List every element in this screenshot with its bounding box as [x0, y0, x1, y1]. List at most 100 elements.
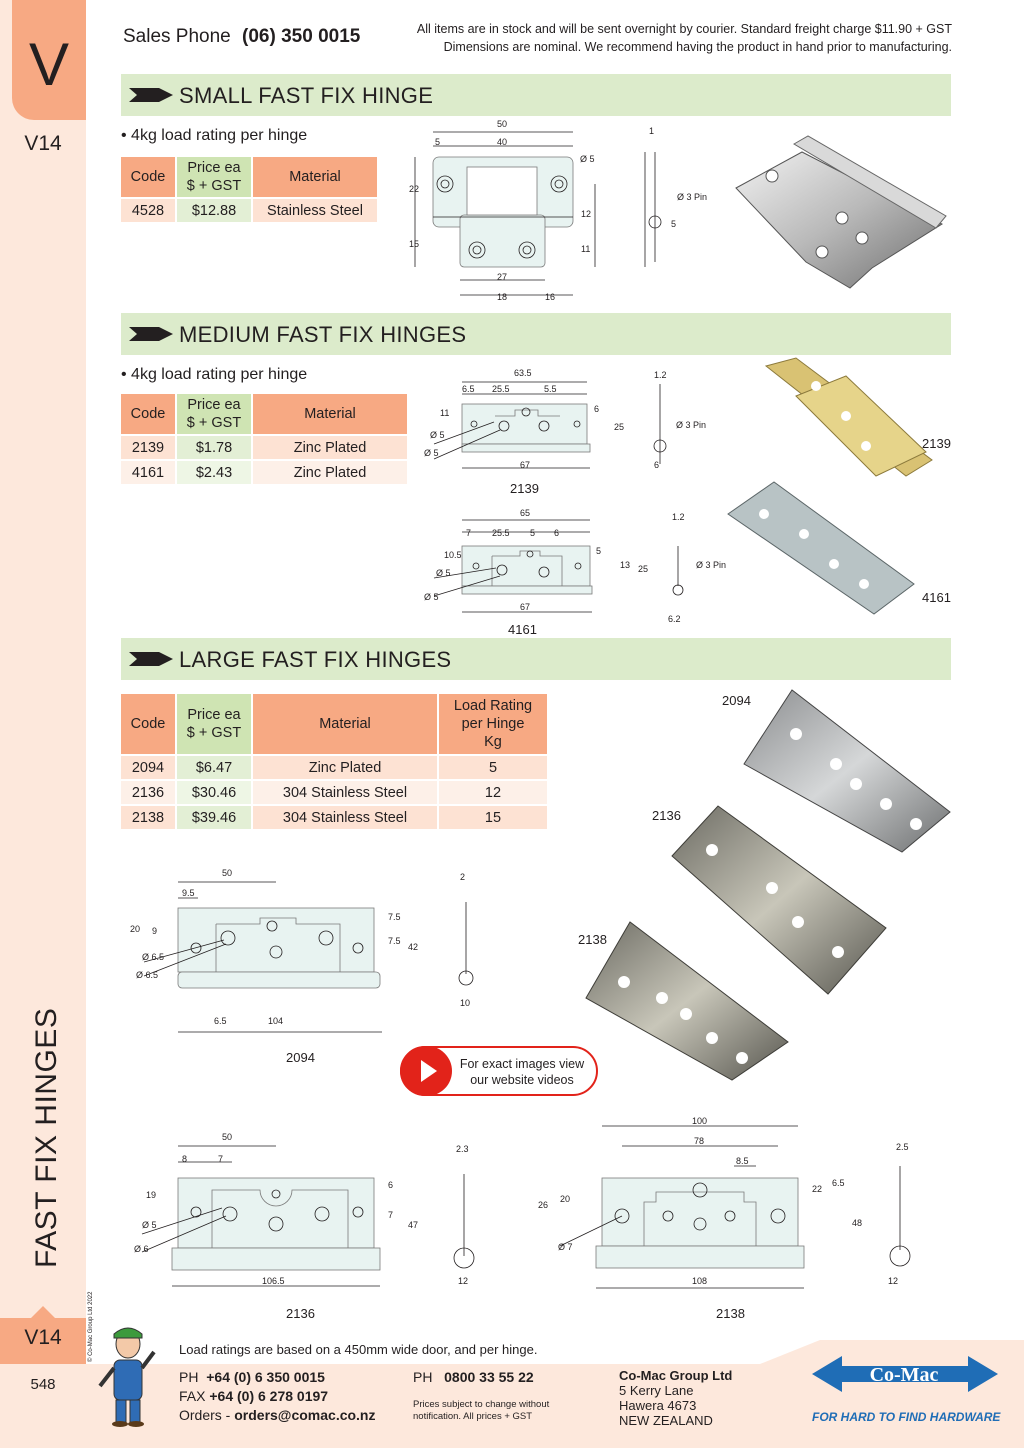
dim-label: 25 — [614, 422, 624, 432]
section-code-bottom: V14 — [24, 1326, 62, 1349]
dim-label: 9 — [152, 926, 157, 936]
cell-price: $30.46 — [177, 781, 253, 806]
video-line-1: For exact images view — [459, 1057, 585, 1071]
col-price: Price ea $ + GST — [177, 157, 253, 199]
ph-number[interactable]: +64 (0) 6 350 0015 — [206, 1369, 325, 1385]
dim-label: 12 — [888, 1276, 898, 1286]
col-price: Price ea $ + GST — [177, 694, 253, 756]
cell-price: $2.43 — [177, 461, 253, 486]
section-tab-bottom: V14 — [0, 1306, 86, 1364]
cell-code: 2138 — [121, 806, 177, 831]
dim-label: 12 — [581, 209, 591, 219]
table-row: 2136 $30.46 304 Stainless Steel 12 — [121, 781, 549, 806]
col-price: Price ea $ + GST — [177, 394, 253, 436]
dim-label: 11 — [440, 408, 449, 418]
dim-label: 25.5 — [492, 528, 510, 538]
dim-label: 8.5 — [736, 1156, 749, 1166]
video-callout-text: For exact images view our website videos — [454, 1056, 590, 1088]
drawing-label-2139: 2139 — [510, 481, 539, 496]
dim-label: 9.5 — [182, 888, 195, 898]
cell-material: 304 Stainless Steel — [253, 781, 439, 806]
small-hinge-drawing: 50 5 40 Ø 5 22 12 15 11 27 18 16 1 Ø 3 P… — [409, 119, 707, 302]
dim-label: Ø 3 Pin — [677, 192, 707, 202]
logo-text: Co-Mac — [870, 1364, 939, 1386]
sales-phone: Sales Phone (06) 350 0015 — [123, 26, 360, 48]
small-price-table: Code Price ea $ + GST Material 4528 $12.… — [121, 157, 379, 224]
arrow-icon — [129, 88, 173, 102]
drawing-2139: 63.5 6.5 25.5 5.5 11 6 25 Ø 5 Ø 5 67 1.2… — [424, 368, 706, 470]
dim-label: 7 — [388, 1210, 393, 1220]
cell-price: $1.78 — [177, 436, 253, 461]
footer-phone: PH +64 (0) 6 350 0015 — [179, 1368, 325, 1387]
dim-label: 63.5 — [514, 368, 532, 378]
table-row: 2139 $1.78 Zinc Plated — [121, 436, 409, 461]
footer-fax: FAX +64 (0) 6 278 0197 — [179, 1387, 328, 1406]
large-price-table: Code Price ea $ + GST Material Load Rati… — [121, 694, 549, 831]
drawing-2136: 50 8 7 19 6 7 47 Ø 5 Ø 6 106.5 2.3 12 — [134, 1132, 475, 1287]
stock-notice: All items are in stock and will be sent … — [417, 20, 952, 56]
dim-label: 67 — [520, 460, 530, 470]
small-load-bullet: • 4kg load rating per hinge — [121, 127, 308, 144]
drawing-label-4161: 4161 — [508, 622, 537, 637]
dim-label: 47 — [408, 1220, 418, 1230]
dim-label: 6.2 — [668, 614, 681, 624]
video-callout[interactable]: For exact images view our website videos — [400, 1046, 598, 1096]
vertical-page-title: FAST FIX HINGES — [30, 1007, 63, 1268]
dim-label: Ø 5 — [142, 1220, 157, 1230]
section-header-small: SMALL FAST FIX HINGE — [121, 74, 951, 116]
dim-label: 42 — [408, 942, 418, 952]
dim-label: 50 — [497, 119, 507, 129]
dim-label: 48 — [852, 1218, 862, 1228]
dim-label: 6.5 — [214, 1016, 227, 1026]
photo-label-2139: 2139 — [922, 436, 951, 451]
section-tab: V — [12, 0, 86, 120]
dim-label: 1 — [649, 126, 654, 136]
ph2-number[interactable]: 0800 33 55 22 — [444, 1369, 534, 1385]
dim-label: 18 — [497, 292, 507, 302]
section-title-large: LARGE FAST FIX HINGES — [179, 647, 452, 672]
dim-label: 2 — [460, 872, 465, 882]
dim-label: 12 — [458, 1276, 468, 1286]
footer-orders: Orders - orders@comac.co.nz — [179, 1406, 376, 1425]
orders-email[interactable]: orders@comac.co.nz — [234, 1407, 376, 1423]
sales-phone-number[interactable]: (06) 350 0015 — [242, 26, 361, 47]
col-material: Material — [253, 694, 439, 756]
dim-label: 67 — [520, 602, 530, 612]
section-code-top: V14 — [24, 132, 62, 155]
dim-label: Ø 5 — [436, 568, 451, 578]
dim-label: 2.5 — [896, 1142, 909, 1152]
dim-label: Ø 5 — [580, 154, 595, 164]
dim-label: 1.2 — [654, 370, 667, 380]
dim-label: 5.5 — [544, 384, 557, 394]
dim-label: 6.5 — [832, 1178, 845, 1188]
prices-line-2: notification. All prices + GST — [413, 1411, 533, 1422]
dim-label: 50 — [222, 868, 232, 878]
drawing-label-2094: 2094 — [286, 1050, 315, 1065]
medium-load-bullet: • 4kg load rating per hinge — [121, 366, 308, 383]
dim-label: 11 — [581, 244, 590, 254]
col-code: Code — [121, 394, 177, 436]
company-name: Co-Mac Group Ltd — [619, 1368, 733, 1383]
photo-label-2094: 2094 — [722, 693, 751, 708]
dim-label: 6 — [388, 1180, 393, 1190]
dim-label: Ø 5 — [424, 448, 439, 458]
medium-price-table: Code Price ea $ + GST Material 2139 $1.7… — [121, 394, 409, 486]
dim-label: Ø 6 — [134, 1244, 149, 1254]
cell-material: Zinc Plated — [253, 436, 409, 461]
dim-label: 10 — [460, 998, 470, 1008]
dim-label: 106.5 — [262, 1276, 285, 1286]
dim-label: 22 — [812, 1184, 822, 1194]
dim-label: 104 — [268, 1016, 283, 1026]
left-sidebar — [0, 0, 86, 1448]
dim-label: 5 — [530, 528, 535, 538]
dim-label: 10.5 — [444, 550, 462, 560]
dim-label: 6 — [554, 528, 559, 538]
photo-label-2136: 2136 — [652, 808, 681, 823]
cell-price: $6.47 — [177, 756, 253, 781]
play-icon[interactable] — [400, 1046, 452, 1096]
cell-code: 4161 — [121, 461, 177, 486]
prices-line-1: Prices subject to change without — [413, 1399, 550, 1410]
cell-code: 2139 — [121, 436, 177, 461]
dim-label: 5 — [671, 219, 676, 229]
dim-label: Ø 6.5 — [142, 952, 164, 962]
